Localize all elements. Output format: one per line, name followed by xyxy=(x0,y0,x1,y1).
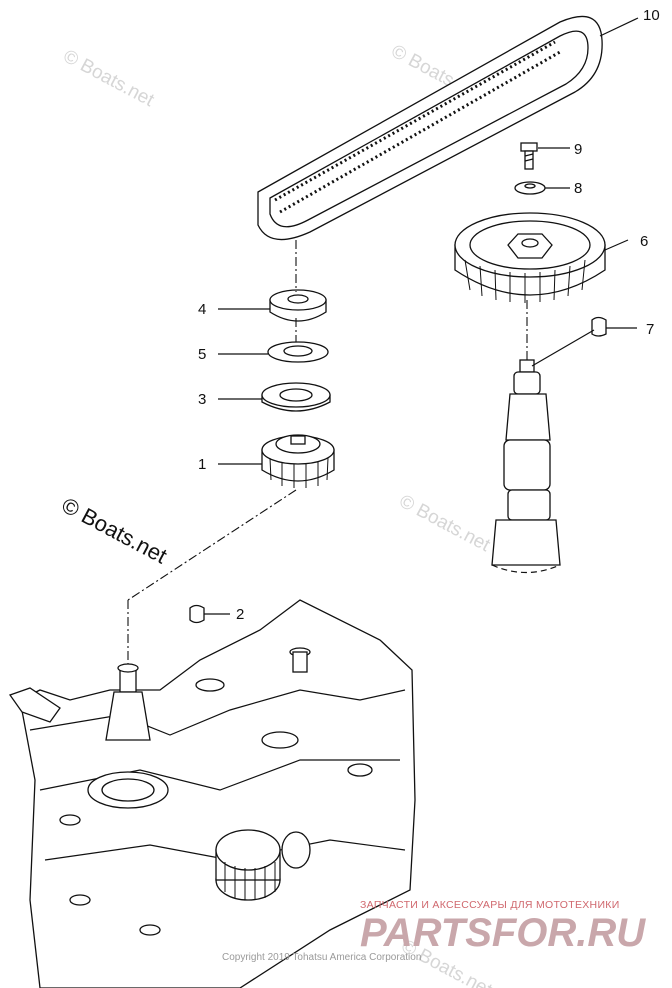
camshaft-pulley xyxy=(454,212,606,303)
callout-9: 9 xyxy=(574,141,582,158)
callout-2: 2 xyxy=(236,606,244,623)
timing-belt xyxy=(257,15,603,241)
woodruff-key xyxy=(591,316,607,337)
callout-3: 3 xyxy=(198,391,206,408)
leader-lines xyxy=(204,17,639,615)
callout-1: 1 xyxy=(198,456,206,473)
crank-key xyxy=(189,604,205,624)
nut xyxy=(269,289,327,322)
bolt xyxy=(520,142,538,170)
brand-logo: PARTSFOR.RU xyxy=(360,911,646,955)
watermark-text: © Boats.net xyxy=(396,491,494,557)
callout-6: 6 xyxy=(640,233,648,250)
callout-7: 7 xyxy=(646,321,654,338)
crankshaft-pulley xyxy=(261,434,335,488)
watermark-text: © Boats.net xyxy=(60,46,158,112)
engine-block xyxy=(8,599,416,988)
callout-4: 4 xyxy=(198,301,206,318)
plate-washer xyxy=(261,382,331,412)
washer xyxy=(514,181,546,195)
callout-8: 8 xyxy=(574,180,582,197)
boats-net-watermark: © Boats.net xyxy=(58,492,172,568)
copyright-text: Copyright 2019 Tohatsu America Corporati… xyxy=(222,952,421,963)
promo-text: ЗАПЧАСТИ И АКСЕССУАРЫ ДЛЯ МОТОТЕХНИКИ xyxy=(360,899,620,911)
callout-5: 5 xyxy=(198,346,206,363)
camshaft xyxy=(491,300,561,574)
callout-10: 10 xyxy=(643,7,660,24)
callout-labels: 10 9 8 6 7 4 5 3 1 2 xyxy=(198,7,660,623)
lock-washer xyxy=(267,341,329,363)
